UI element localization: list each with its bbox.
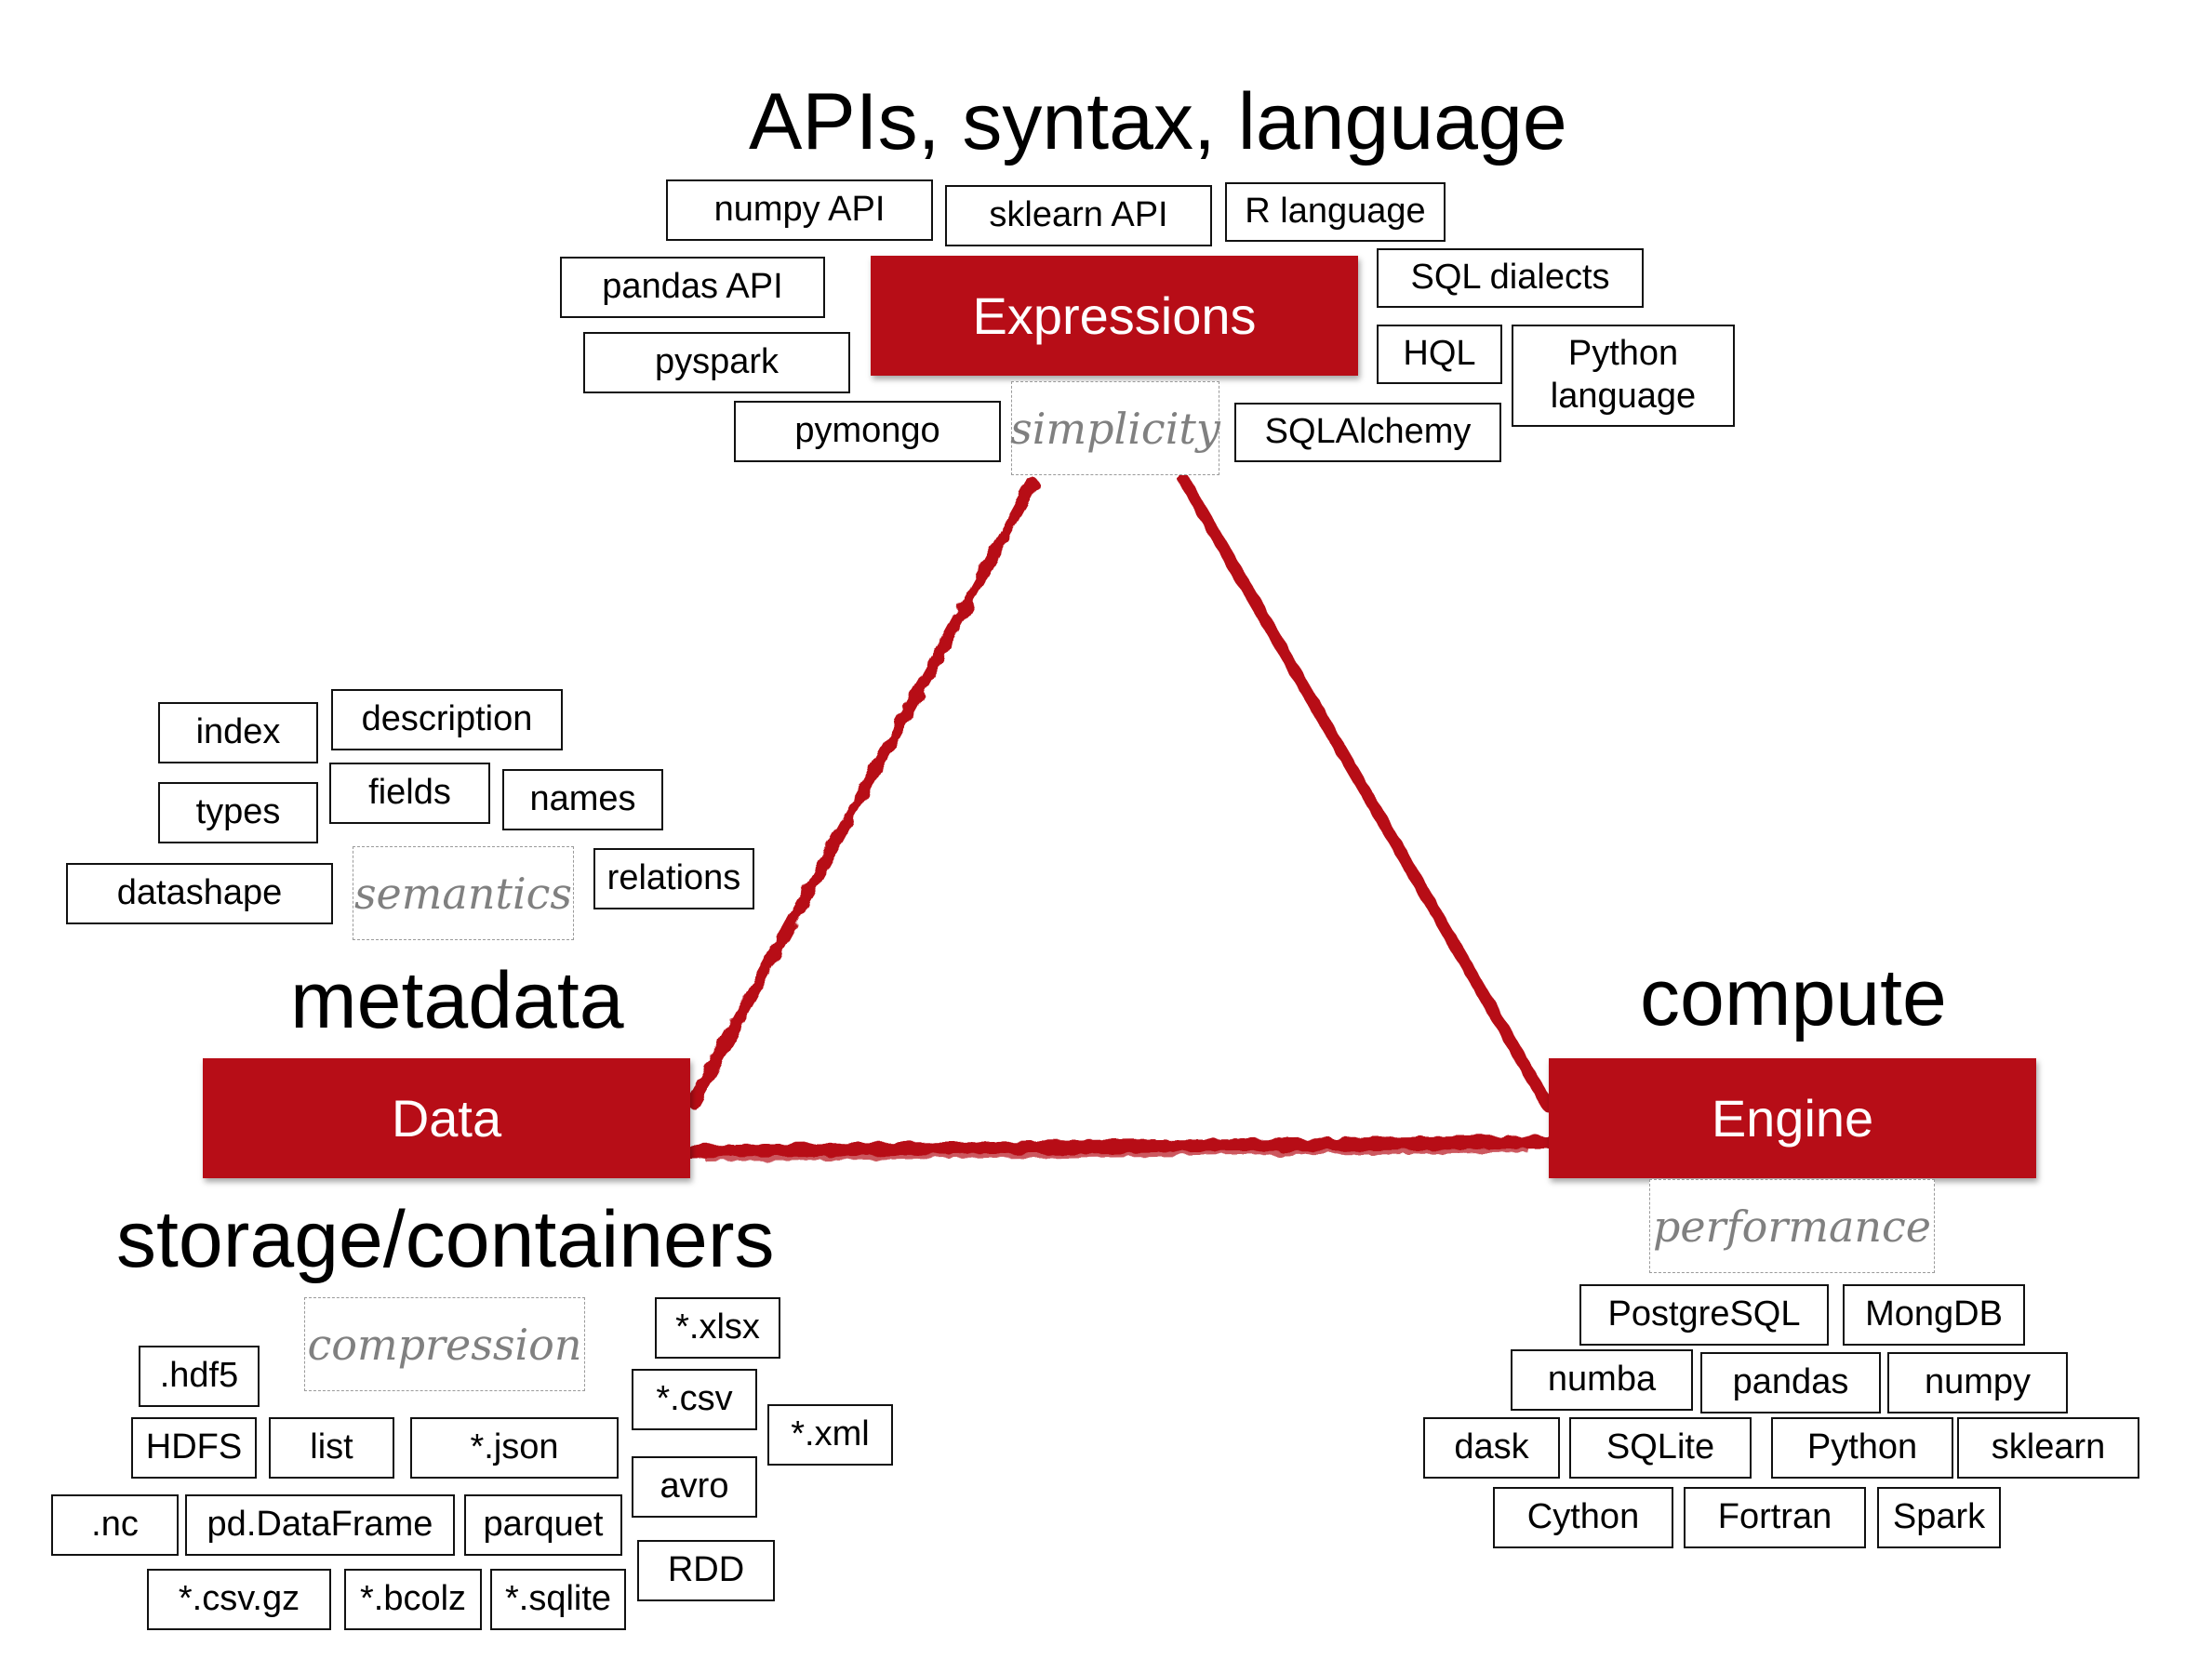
node-engine[interactable]: Engine	[1549, 1058, 2036, 1178]
tag-dask: dask	[1423, 1417, 1560, 1479]
tag-cython: Cython	[1493, 1487, 1673, 1548]
tag-xml: *.xml	[767, 1404, 893, 1466]
tag-numba: numba	[1511, 1349, 1693, 1411]
tag-rdd: RDD	[637, 1540, 775, 1601]
tag-pyspark: pyspark	[583, 332, 850, 393]
tag-hdf5: .hdf5	[139, 1346, 260, 1407]
tag-numpy: numpy	[1887, 1352, 2068, 1413]
quality-simplicity: simplicity	[1010, 381, 1220, 475]
tag-csv-gz: *.csv.gz	[147, 1569, 331, 1630]
tag-relations: relations	[593, 848, 754, 909]
tag-avro: avro	[632, 1456, 757, 1518]
tag-spark: Spark	[1877, 1487, 2001, 1548]
node-expressions[interactable]: Expressions	[871, 256, 1358, 376]
edge-data-engine-2	[704, 1147, 1528, 1161]
tag-datashape: datashape	[66, 863, 333, 924]
tag-pd-dataframe: pd.DataFrame	[185, 1494, 455, 1556]
tag-postgresql: PostgreSQL	[1579, 1284, 1829, 1346]
heading-compute: compute	[1640, 953, 1947, 1042]
tag-pandas-api: pandas API	[560, 257, 825, 318]
edge-expressions-engine-2	[1188, 490, 1542, 1100]
tag-sklearn-api: sklearn API	[945, 185, 1212, 246]
heading-metadata: metadata	[290, 956, 624, 1045]
heading-apis: APIs, syntax, language	[749, 77, 1567, 166]
tag-sqlalchemy: SQLAlchemy	[1234, 403, 1501, 462]
tag-sql-dialects: SQL dialects	[1377, 248, 1644, 308]
tag-pymongo: pymongo	[734, 401, 1001, 462]
tag-python-language: Python language	[1512, 325, 1735, 427]
heading-storage: storage/containers	[116, 1195, 775, 1284]
tag-names: names	[502, 769, 663, 830]
tag-sklearn: sklearn	[1957, 1417, 2139, 1479]
quality-compression: compression	[304, 1297, 585, 1391]
tag-json: *.json	[410, 1417, 619, 1479]
tag-hdfs: HDFS	[131, 1417, 257, 1479]
edge-expressions-data-2	[697, 488, 1031, 1093]
quality-performance: performance	[1649, 1179, 1935, 1273]
tag-fields: fields	[329, 763, 490, 824]
tag-index: index	[158, 702, 318, 763]
tag-sqlite: SQLite	[1569, 1417, 1752, 1479]
tag-hql: HQL	[1377, 325, 1502, 384]
tag-bcolz: *.bcolz	[344, 1569, 482, 1630]
tag-sqlite-file: *.sqlite	[490, 1569, 626, 1630]
tag-list: list	[269, 1417, 394, 1479]
tag-xlsx: *.xlsx	[655, 1297, 780, 1359]
tag-types: types	[158, 782, 318, 843]
node-data[interactable]: Data	[203, 1058, 690, 1178]
quality-semantics: semantics	[353, 846, 574, 940]
tag-nc: .nc	[51, 1494, 179, 1556]
tag-numpy-api: numpy API	[666, 179, 933, 241]
tag-python: Python	[1771, 1417, 1953, 1479]
tag-parquet: parquet	[464, 1494, 622, 1556]
edge-data-engine	[684, 1135, 1555, 1158]
tag-pandas: pandas	[1700, 1352, 1881, 1413]
tag-fortran: Fortran	[1684, 1487, 1866, 1548]
tag-csv: *.csv	[632, 1369, 757, 1430]
tag-r-language: R language	[1225, 182, 1446, 242]
tag-mongdb: MongDB	[1843, 1284, 2025, 1346]
tag-description: description	[331, 689, 563, 750]
